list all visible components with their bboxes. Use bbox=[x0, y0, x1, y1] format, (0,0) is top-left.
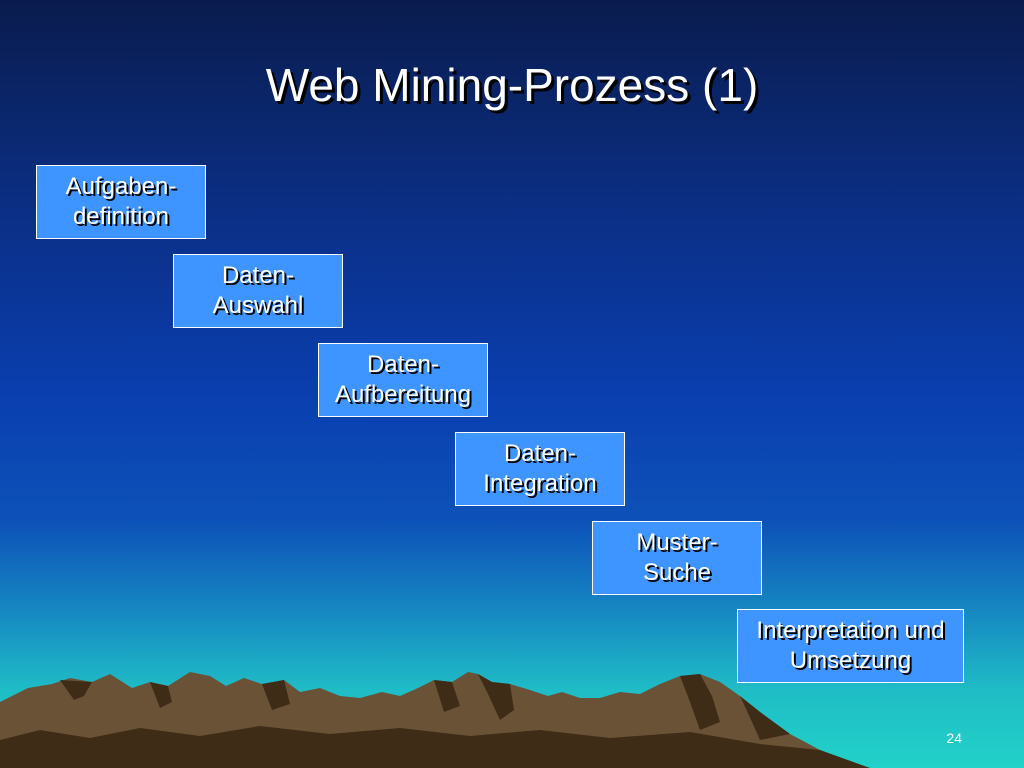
step-label-line2: Integration bbox=[483, 470, 597, 497]
step-label-line1: Muster- bbox=[636, 529, 718, 556]
step-label-line1: Interpretation und bbox=[756, 617, 945, 644]
mountain-landscape bbox=[0, 672, 870, 768]
step-box-pattern-search: Muster- Suche bbox=[592, 521, 762, 595]
step-label-line1: Aufgaben- bbox=[65, 173, 177, 200]
step-box-data-selection: Daten- Auswahl bbox=[173, 254, 343, 328]
step-label-line1: Daten- bbox=[503, 440, 577, 467]
step-label-line2: Auswahl bbox=[212, 292, 304, 319]
mountain-shadows bbox=[0, 674, 870, 768]
step-label-line1: Daten- bbox=[366, 351, 440, 378]
step-label-line2: Aufbereitung bbox=[334, 381, 472, 408]
step-box-data-preparation: Daten- Aufbereitung bbox=[318, 343, 488, 417]
step-label-line1: Daten- bbox=[221, 262, 295, 289]
step-box-task-definition: Aufgaben- definition bbox=[36, 165, 206, 239]
step-box-data-integration: Daten- Integration bbox=[455, 432, 625, 506]
page-title: Web Mining-Prozess (1) bbox=[265, 59, 759, 111]
step-label-line2: Umsetzung bbox=[789, 647, 912, 674]
page-number: 24 bbox=[946, 730, 962, 746]
step-box-interpretation: Interpretation und Umsetzung bbox=[737, 609, 964, 683]
step-label-line2: Suche bbox=[642, 559, 712, 586]
step-label-line2: definition bbox=[72, 203, 170, 230]
